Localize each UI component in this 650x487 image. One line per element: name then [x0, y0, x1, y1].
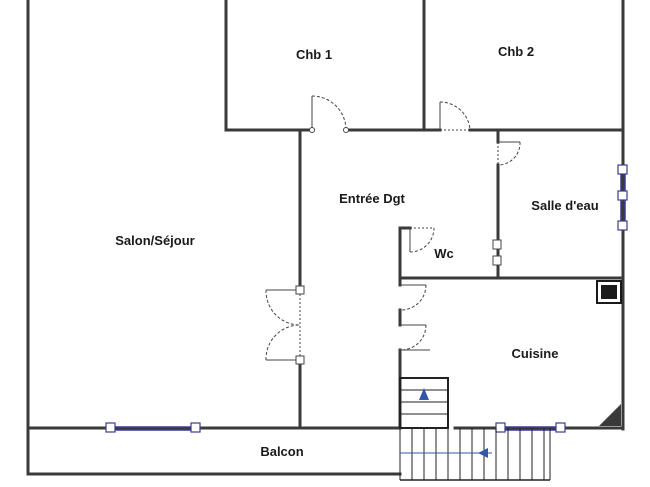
wc-marker-1: [492, 239, 502, 250]
windows: [105, 164, 628, 433]
window-salle-eau: [617, 164, 628, 231]
door-salle-eau: [497, 141, 521, 166]
room-label-salle-eau: Salle d'eau: [531, 198, 598, 213]
corner-triangle: [599, 404, 621, 426]
room-label-cuisine: Cuisine: [512, 346, 559, 361]
duct: [596, 280, 622, 304]
room-label-wc: Wc: [434, 246, 454, 261]
door-chb1: [309, 95, 349, 133]
room-labels: Chb 1 Chb 2 Entrée Dgt Salle d'eau Salon…: [115, 44, 598, 459]
stair-arrow-left-icon: [478, 448, 488, 458]
room-label-entree: Entrée Dgt: [339, 191, 405, 206]
room-label-chb1: Chb 1: [296, 47, 332, 62]
window-salon-balcon: [105, 422, 201, 433]
door-cuisine-2: [399, 324, 430, 351]
room-label-chb2: Chb 2: [498, 44, 534, 59]
wc-marker-2: [492, 255, 502, 266]
doors: [265, 95, 521, 365]
room-label-salon: Salon/Séjour: [115, 233, 194, 248]
stairs-balcon: [399, 428, 551, 481]
stair-arrow-up-icon: [419, 388, 429, 400]
door-cuisine-1: [399, 284, 427, 311]
room-label-balcon: Balcon: [260, 444, 303, 459]
door-wc: [409, 227, 435, 253]
door-salon: [265, 285, 305, 365]
stairs-cuisine: [399, 377, 449, 429]
door-chb2: [439, 101, 471, 131]
window-cuisine-balcon: [495, 422, 566, 433]
